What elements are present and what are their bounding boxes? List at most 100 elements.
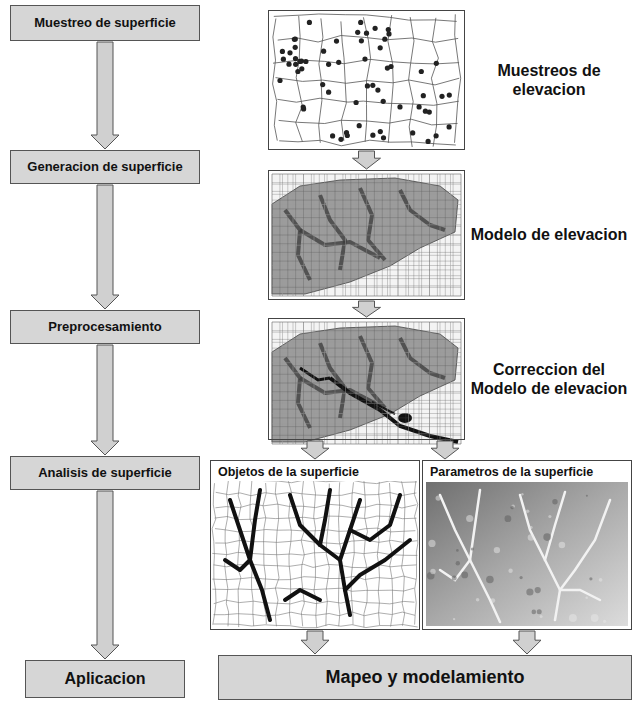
sample-point — [320, 82, 325, 87]
texture-dot — [452, 576, 457, 581]
parameter-valleys — [440, 490, 610, 622]
texture-dot — [456, 561, 460, 565]
valley — [400, 190, 445, 230]
grid-line — [272, 287, 461, 288]
valley-line — [520, 495, 560, 590]
panel-heading: Objetos de la superficie — [212, 462, 418, 481]
texture-dot — [535, 587, 541, 593]
texture-dot — [494, 547, 500, 553]
texture-dot — [585, 596, 588, 599]
grid-line — [272, 330, 461, 331]
sample-point — [386, 27, 391, 32]
grid-line — [272, 296, 461, 297]
stream-line — [290, 495, 340, 560]
grid-line — [272, 435, 461, 436]
texture-dot — [471, 547, 474, 550]
stream-network — [225, 490, 410, 620]
flow-arrow — [431, 441, 459, 459]
texture-dot — [510, 506, 513, 509]
panel-caption: Modelo de elevacion — [470, 225, 628, 244]
grid-line — [272, 174, 461, 175]
texture-dot — [569, 614, 577, 622]
sample-point — [293, 56, 298, 61]
texture-dot — [586, 495, 588, 497]
sample-point — [338, 137, 343, 142]
grid-line — [277, 98, 458, 105]
grid-line — [272, 322, 461, 323]
texture-dot — [508, 569, 512, 573]
grid-line — [272, 226, 461, 227]
texture-dot — [505, 515, 512, 522]
grid-line — [213, 624, 417, 628]
grid-line — [402, 481, 405, 625]
grid-line — [273, 19, 278, 141]
grid-line — [213, 612, 415, 616]
image-panel: Objetos de la superficie — [210, 460, 420, 630]
texture-dot — [453, 618, 455, 620]
grid-line — [272, 409, 461, 410]
sample-point — [303, 59, 308, 64]
texture-dot — [589, 577, 592, 580]
valley-line — [440, 560, 470, 580]
sample-point — [364, 31, 369, 36]
grid-line — [409, 17, 414, 147]
sample-point — [434, 61, 439, 66]
process-box: Analisis de superficie — [10, 456, 200, 490]
grid-line — [341, 21, 346, 140]
grid-line — [431, 18, 438, 147]
grid-line — [216, 492, 417, 495]
sample-point — [427, 110, 432, 115]
sample-point — [293, 36, 298, 41]
texture-dot — [526, 588, 533, 595]
sample-point — [297, 59, 302, 64]
grid-line — [272, 391, 461, 392]
sample-point — [417, 104, 422, 109]
valley-line — [560, 590, 600, 600]
panel-heading: Parametros de la superficie — [424, 462, 630, 481]
grid-line — [272, 374, 461, 375]
grid-line — [272, 278, 461, 279]
sample-point — [354, 100, 359, 105]
texture-dot — [540, 615, 543, 618]
texture-dot — [461, 572, 468, 579]
sample-point — [426, 139, 431, 144]
stream-line — [250, 490, 260, 560]
flow-arrow — [91, 345, 119, 455]
box-label: Muestreo de superficie — [28, 16, 182, 31]
flow-arrow — [301, 441, 329, 459]
sample-point — [375, 88, 380, 93]
elevation-model — [272, 174, 461, 296]
grid-line — [301, 480, 304, 626]
sample-point — [447, 124, 452, 129]
process-box: Generacion de superficie — [10, 150, 200, 184]
river-line — [372, 402, 395, 414]
sample-point — [330, 133, 335, 138]
texture-dot — [548, 515, 551, 518]
flow-arrow — [91, 491, 119, 659]
grid-line — [274, 14, 457, 21]
sample-point — [286, 62, 291, 67]
grid-line — [363, 17, 370, 142]
process-box: Preprocesamiento — [10, 310, 200, 344]
flow-arrow — [301, 631, 329, 654]
flow-arrow — [91, 185, 119, 309]
grid-line — [279, 119, 458, 125]
sample-point — [359, 38, 364, 43]
texture-dot — [529, 526, 533, 530]
process-box: Aplicacion — [25, 660, 185, 698]
box-label: Preprocesamiento — [42, 320, 167, 335]
flow-arrow — [353, 151, 381, 169]
valley — [300, 230, 380, 258]
grid-line — [212, 576, 416, 580]
grid-line — [214, 600, 415, 604]
sample-point — [381, 135, 386, 140]
mesh-grid — [272, 322, 461, 444]
sample-points — [277, 20, 452, 144]
grid-line — [278, 36, 459, 43]
texture-dot — [521, 493, 523, 495]
sample-point — [362, 57, 367, 62]
grid-line — [272, 365, 461, 366]
